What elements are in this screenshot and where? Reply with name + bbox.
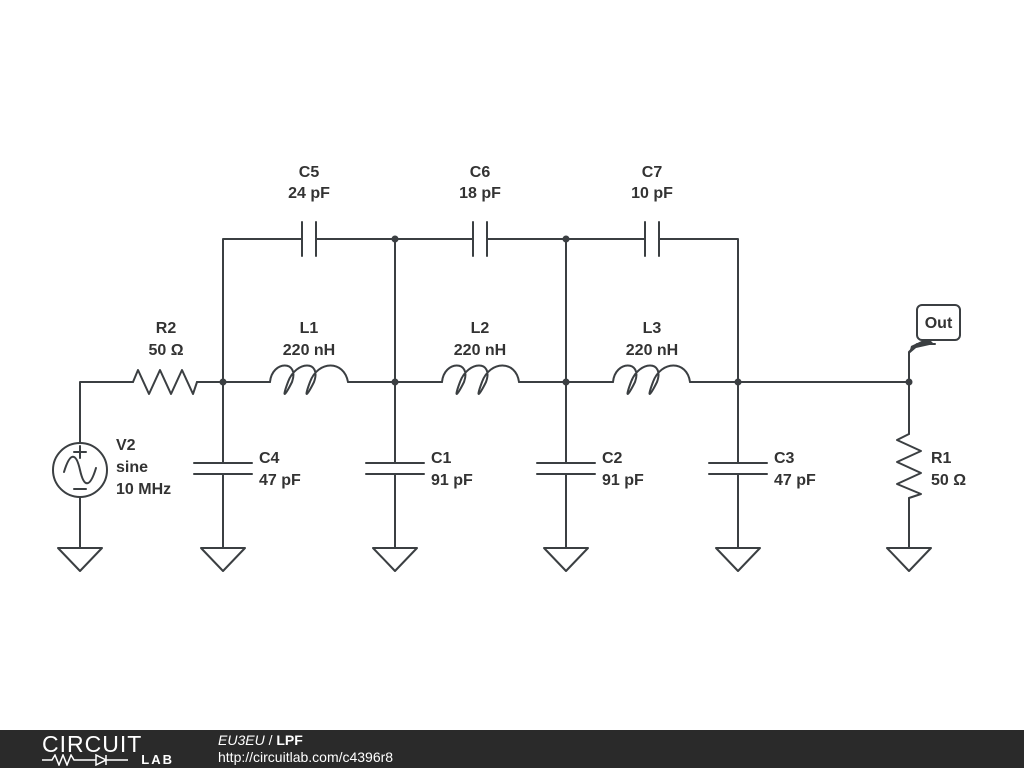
ground-symbol xyxy=(886,547,932,572)
junction-dot xyxy=(734,378,742,386)
inductor-l2-symbol xyxy=(441,364,520,395)
c5-value: 24 pF xyxy=(288,185,330,202)
junction-dot xyxy=(562,235,570,243)
circuit-url-link[interactable]: http://circuitlab.com/c4396r8 xyxy=(218,749,394,765)
junction-dot xyxy=(562,378,570,386)
footer-breadcrumb: EU3EU / LPF xyxy=(218,732,393,749)
top-bus-wire-left xyxy=(222,238,303,383)
source-wire xyxy=(79,381,134,443)
l3-name: L3 xyxy=(643,320,662,337)
r2-name: R2 xyxy=(156,320,177,337)
logo-text-bottom: LAB xyxy=(141,752,174,767)
capacitor-c4-symbol xyxy=(193,462,253,475)
inductor-l1-symbol xyxy=(269,364,349,395)
circuit-title: LPF xyxy=(276,732,303,748)
c1-value: 91 pF xyxy=(431,472,473,489)
junction-dot xyxy=(391,378,399,386)
r2-value: 50 Ω xyxy=(148,342,183,359)
junction-dot xyxy=(219,378,227,386)
resistor-r2-symbol xyxy=(132,369,198,395)
capacitor-c6-symbol xyxy=(472,221,488,257)
circuitlab-logo[interactable]: CIRCUIT LAB xyxy=(42,731,174,767)
c1-name: C1 xyxy=(431,450,452,467)
grounds xyxy=(57,547,932,572)
component-labels: C5 24 pF C6 18 pF C7 10 pF R2 50 Ω L1 22… xyxy=(116,164,966,498)
top-bus-wire-right xyxy=(658,238,739,383)
c2-name: C2 xyxy=(602,450,623,467)
v2-name: V2 xyxy=(116,437,136,454)
author-link[interactable]: EU3EU xyxy=(218,732,265,748)
footer-bar: CIRCUIT LAB EU3EU / LPF http://circuitla… xyxy=(0,730,1024,768)
c5-name: C5 xyxy=(299,164,320,181)
l2-value: 220 nH xyxy=(454,342,506,359)
inductor-l3-symbol xyxy=(612,364,691,395)
c7-name: C7 xyxy=(642,164,663,181)
ground-symbol xyxy=(372,547,418,572)
l2-name: L2 xyxy=(471,320,490,337)
wires xyxy=(79,238,910,549)
sine-source-v2-symbol xyxy=(52,442,108,498)
junctions xyxy=(219,235,913,386)
capacitor-c7-symbol xyxy=(644,221,660,257)
capacitor-c2-symbol xyxy=(536,462,596,475)
c2-value: 91 pF xyxy=(602,472,644,489)
c6-name: C6 xyxy=(470,164,491,181)
capacitor-c3-symbol xyxy=(708,462,768,475)
ground-symbol xyxy=(57,547,103,572)
resistor-r1-symbol xyxy=(896,433,922,499)
l1-value: 220 nH xyxy=(283,342,335,359)
c6-value: 18 pF xyxy=(459,185,501,202)
logo-circuit-glyph-icon xyxy=(42,754,128,766)
lpf-schematic: Out C5 24 pF C6 18 pF C7 10 pF R2 50 Ω L… xyxy=(52,164,966,572)
capacitor-c1-symbol xyxy=(365,462,425,475)
c7-value: 10 pF xyxy=(631,185,673,202)
ground-symbol xyxy=(200,547,246,572)
r1-value: 50 Ω xyxy=(931,472,966,489)
c3-value: 47 pF xyxy=(774,472,816,489)
output-label: Out xyxy=(925,315,953,332)
v2-value: 10 MHz xyxy=(116,481,171,498)
capacitor-c5-symbol xyxy=(301,221,317,257)
logo-text-top: CIRCUIT xyxy=(42,731,143,757)
junction-dot xyxy=(391,235,399,243)
ground-symbol xyxy=(543,547,589,572)
ground-symbol xyxy=(715,547,761,572)
c3-name: C3 xyxy=(774,450,795,467)
footer-info: EU3EU / LPF http://circuitlab.com/c4396r… xyxy=(218,732,393,766)
r1-name: R1 xyxy=(931,450,952,467)
l3-value: 220 nH xyxy=(626,342,678,359)
output-node-tag: Out xyxy=(908,304,961,383)
v2-type: sine xyxy=(116,459,148,476)
c4-name: C4 xyxy=(259,450,280,467)
breadcrumb-separator: / xyxy=(264,732,277,748)
l1-name: L1 xyxy=(300,320,319,337)
c4-value: 47 pF xyxy=(259,472,301,489)
